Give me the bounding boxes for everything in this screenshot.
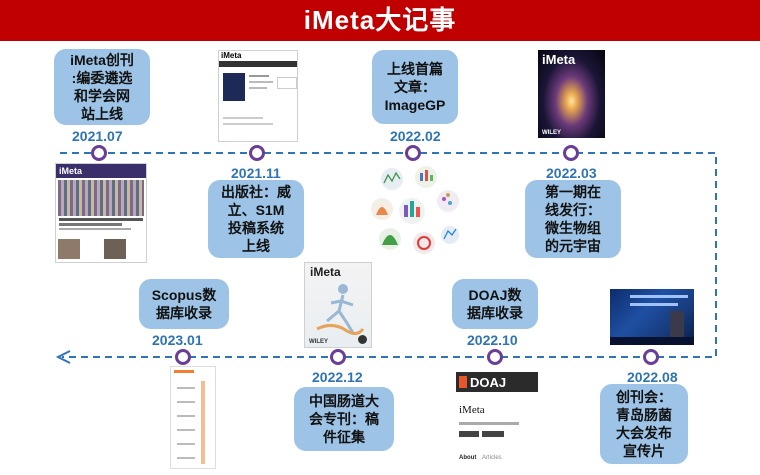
first-issue-cover: iMeta WILEY [538, 50, 605, 138]
doaj-tab-about: About [459, 455, 477, 461]
date-label: 2022.12 [312, 369, 363, 385]
card-line: DOAJ数 [468, 287, 522, 303]
timeline-node-2023-01 [175, 349, 191, 365]
cover-title: iMeta [542, 52, 576, 67]
doaj-journal-title: iMeta [459, 404, 485, 416]
speaker-figure [670, 311, 684, 337]
submission-system-screenshot: iMeta [218, 50, 298, 142]
card-line: 宣传片 [623, 443, 665, 459]
doaj-brand: DOAJ [470, 374, 507, 390]
imagegp-plots-collage [371, 166, 459, 254]
website-hero-image [58, 180, 144, 216]
cover-publisher: WILEY [309, 339, 328, 345]
timeline-node-2022-10 [487, 349, 503, 365]
date-label: 2022.10 [467, 332, 518, 348]
card-line: :编委遴选 [71, 70, 133, 86]
doaj-listing-screenshot: DOAJ iMeta About Articles [456, 372, 538, 465]
journal-website-screenshot: iMeta [55, 163, 147, 263]
runner-figure-image [316, 284, 365, 336]
card-line: 上线首篇 [386, 61, 443, 77]
doaj-logo-icon [459, 376, 467, 388]
card-line: 站上线 [80, 106, 123, 122]
card-line: 微生物组 [545, 220, 601, 236]
date-label: 2022.03 [546, 165, 597, 181]
card-line: ImageGP [384, 97, 446, 113]
card-line: 和学会网 [73, 88, 130, 104]
launch-event-photo [610, 289, 694, 345]
scopus-timeline [201, 381, 205, 464]
card-line: 据库收录 [467, 305, 523, 321]
card-line: 上线 [242, 238, 270, 254]
card-line: 中国肠道大 [309, 393, 379, 409]
special-issue-cover: iMeta WILEY [304, 262, 372, 348]
card-line: 立、S1M [227, 202, 285, 218]
milestone-card-2022-03: 第一期在线发行： 微生物组的元宇宙 [525, 180, 621, 258]
timeline-node-2022-12 [330, 349, 346, 365]
milestone-card-2022-10: DOAJ数据库收录 [452, 279, 538, 329]
milestone-card-2022-02: 上线首篇文章： ImageGP [372, 50, 458, 124]
card-line: 投稿系统 [228, 220, 284, 236]
card-line: 文章： [393, 79, 436, 95]
date-label: 2021.07 [72, 128, 123, 144]
cover-title: iMeta [310, 265, 341, 279]
date-label: 2021.11 [231, 165, 281, 181]
card-line: iMeta创刊 [70, 52, 134, 68]
editor-photo [104, 239, 126, 259]
card-line: 线发行： [545, 202, 601, 218]
card-line: 的元宇宙 [545, 238, 601, 254]
s1m-logo: iMeta [221, 51, 242, 60]
card-line: 出版社：威 [221, 184, 291, 200]
card-line: 创刊会： [616, 389, 672, 405]
card-line: 大会发布 [616, 425, 672, 441]
date-label: 2023.01 [152, 332, 203, 348]
cover-publisher: WILEY [542, 130, 561, 136]
card-line: 件征集 [323, 429, 365, 445]
milestone-card-2022-08: 创刊会： 青岛肠菌大会发布宣传片 [600, 384, 688, 464]
card-line: 会专刊：稿 [309, 411, 379, 427]
timeline-node-2022-03 [563, 145, 579, 161]
date-label: 2022.02 [390, 128, 441, 144]
date-label: 2022.08 [627, 369, 678, 385]
doaj-tab-articles: Articles [482, 455, 502, 461]
timeline-node-2021-11 [249, 145, 265, 161]
timeline-node-2021-07 [91, 145, 107, 161]
timeline-node-2022-08 [643, 349, 659, 365]
card-line: 据库收录 [155, 305, 212, 321]
s1m-nav-bar [219, 61, 297, 67]
milestone-card-2023-01: Scopus数据库收录 [139, 279, 229, 329]
website-logo: iMeta [56, 164, 146, 178]
card-line: Scopus数 [151, 287, 217, 303]
milestone-card-2022-12: 中国肠道大会专刊：稿件征集 [294, 387, 394, 451]
timeline-node-2022-02 [405, 145, 421, 161]
doaj-header: DOAJ [456, 372, 538, 392]
editor-photo [58, 239, 80, 259]
milestone-card-2021-11: 出版社：威立、S1M 投稿系统上线 [208, 180, 304, 258]
card-line: 青岛肠菌 [616, 407, 672, 423]
s1m-cover-image [223, 73, 245, 101]
card-line: 第一期在 [545, 184, 601, 200]
milestone-card-2021-07: iMeta创刊 :编委遴选和学会网站上线 [54, 49, 150, 125]
scopus-listing-screenshot [170, 366, 216, 469]
page-title: iMeta大记事 [0, 0, 760, 41]
